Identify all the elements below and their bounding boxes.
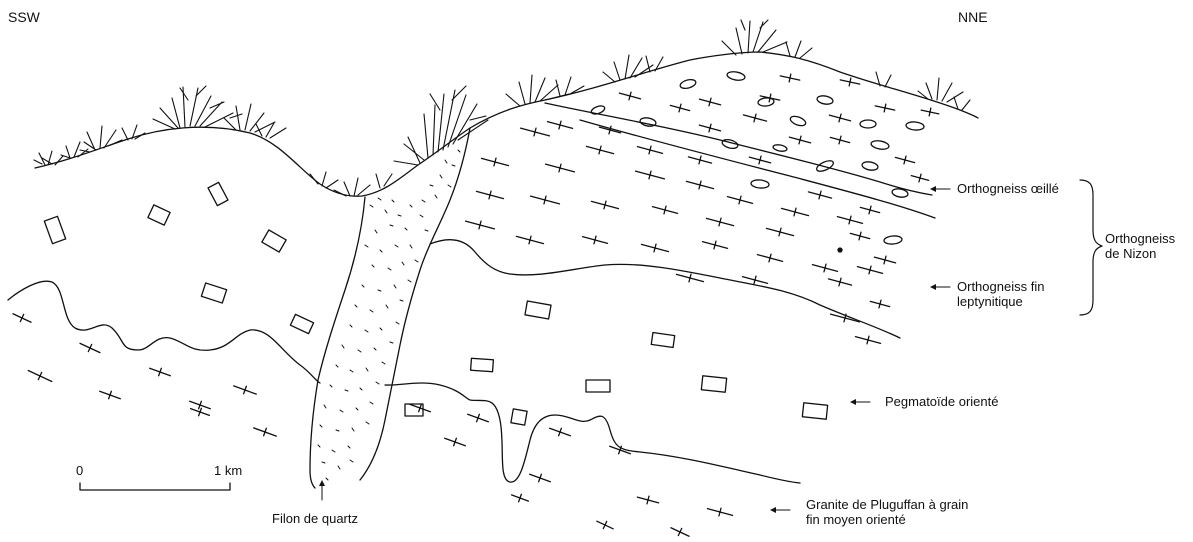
- label-granite-line1: Granite de Pluguffan à grain: [806, 497, 968, 512]
- label-orthogneiss-fin-line1: Orthogneiss fin: [957, 279, 1044, 294]
- foliation-mark: [874, 102, 895, 114]
- scale-bar-end-label: 1 km: [214, 463, 242, 478]
- label-group-line2: de Nizon: [1105, 246, 1175, 261]
- foliation-mark: [811, 261, 838, 275]
- foliation-mark: [78, 340, 101, 357]
- foliation-mark: [475, 188, 504, 203]
- foliation-mark: [669, 102, 690, 115]
- foliation-mark: [528, 470, 551, 485]
- foliation-mark: [585, 143, 614, 158]
- label-granite-line2: fin moyen orienté: [806, 512, 968, 527]
- foliation-mark: [669, 524, 691, 540]
- foliation-mark: [529, 192, 560, 207]
- leader-lines: [322, 189, 950, 510]
- foliation-mark: [706, 505, 733, 519]
- scale-bar-start-label: 0: [76, 463, 83, 478]
- foliation-mark: [510, 491, 530, 505]
- foliation-mark: [466, 410, 489, 425]
- orientation-left-label: SSW: [8, 10, 40, 25]
- foliation-mark: [807, 188, 832, 202]
- label-orthogneiss-oeille: Orthogneiss œillé: [957, 181, 1059, 196]
- label-orthogneiss-de-nizon: Orthogneiss de Nizon: [1105, 231, 1175, 261]
- label-group-line1: Orthogneiss: [1105, 231, 1175, 246]
- foliation-mark: [854, 333, 881, 347]
- quartz-vein-left-edge: [310, 197, 365, 488]
- foliation-mark: [519, 124, 550, 139]
- foliation-mark: [636, 493, 659, 506]
- contact-granite-right: [385, 383, 800, 483]
- foliation-mark: [590, 198, 619, 213]
- foliation-mark: [701, 238, 728, 252]
- foliation-mark: [856, 263, 883, 277]
- foliation-mark: [920, 106, 939, 118]
- foliation-mark: [765, 225, 794, 240]
- foliation-mark: [849, 230, 870, 243]
- foliation-mark: [595, 518, 615, 533]
- label-filon-de-quartz: Filon de quartz: [272, 511, 358, 526]
- orientation-right-label: NNE: [958, 10, 988, 25]
- foliation-mark: [836, 213, 863, 227]
- foliation-mark: [27, 367, 54, 385]
- foliation-mark: [829, 310, 860, 325]
- foliation-mark: [640, 241, 669, 256]
- quartz-vein-right-edge: [360, 128, 470, 480]
- grouping-brace: [1080, 180, 1102, 315]
- foliation-mark: [546, 118, 573, 132]
- foliation-mark: [408, 400, 431, 415]
- foliation-mark: [828, 111, 851, 124]
- arrow-heads: [319, 186, 936, 513]
- foliation-mark: [698, 95, 721, 108]
- foliation-mark: [98, 387, 121, 402]
- foliation-mark: [873, 253, 896, 266]
- vegetation: [34, 20, 970, 196]
- foliation-mark: [779, 72, 800, 84]
- foliation-mark: [742, 111, 767, 125]
- foliation-mark: [252, 424, 277, 440]
- foliation-mark: [756, 251, 783, 265]
- foliation-mark: [894, 154, 915, 167]
- topographic-surface: [35, 52, 978, 196]
- foliation-mark: [859, 204, 880, 217]
- quartz-vein-stipple: [318, 150, 460, 480]
- foliation-mark: [148, 364, 171, 379]
- contact-granite-upper-left: [8, 281, 320, 383]
- foliation-mark: [634, 167, 665, 182]
- foliation-mark: [11, 310, 33, 326]
- foliation-mark: [726, 193, 753, 207]
- foliation-mark: [780, 205, 809, 220]
- foliation-mark: [869, 298, 890, 311]
- foliation-mark: [189, 405, 211, 419]
- scale-bar: [80, 483, 230, 490]
- foliation-mark: [544, 160, 575, 175]
- foliation-mark: [698, 121, 721, 134]
- foliation-mark: [748, 153, 771, 166]
- foliation-mark: [636, 143, 663, 157]
- label-granite-pluguffan: Granite de Pluguffan à grain fin moyen o…: [806, 497, 968, 527]
- foliation-mark: [651, 203, 678, 217]
- contact-leptynitique-base: [430, 240, 900, 338]
- foliation-mark: [827, 275, 852, 289]
- augen-structures: [590, 70, 924, 252]
- foliation-mark: [581, 233, 608, 247]
- contact-oeille-lower: [580, 120, 935, 218]
- label-orthogneiss-fin: Orthogneiss fin leptynitique: [957, 279, 1044, 309]
- foliation-mark: [464, 217, 495, 232]
- foliation-mark: [232, 382, 257, 398]
- foliation-mark: [443, 434, 466, 449]
- foliation-mark: [705, 215, 734, 230]
- foliation-mark: [618, 89, 641, 102]
- foliation-symbols: [11, 72, 939, 540]
- foliation-mark: [515, 233, 544, 248]
- label-orthogneiss-fin-line2: leptynitique: [957, 294, 1044, 309]
- foliation-mark: [548, 424, 571, 439]
- foliation-mark: [829, 134, 850, 147]
- foliation-mark: [788, 133, 811, 146]
- foliation-mark: [910, 172, 929, 184]
- foliation-mark: [480, 155, 509, 170]
- foliation-mark: [685, 178, 714, 193]
- label-pegmatoide: Pegmatoïde orienté: [885, 394, 998, 409]
- contact-oeille-base: [545, 103, 932, 195]
